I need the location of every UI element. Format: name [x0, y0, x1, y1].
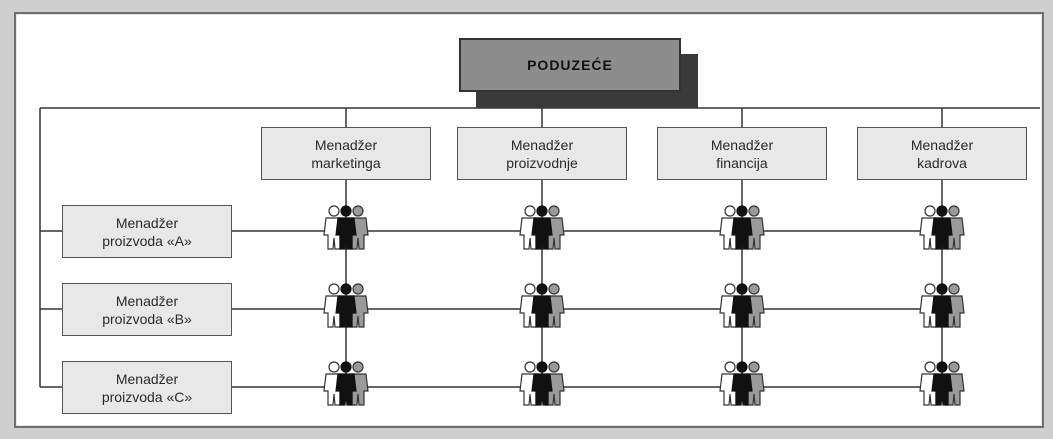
team-icon	[916, 205, 968, 260]
company-box: PODUZEĆE	[459, 38, 681, 92]
row-label-product-a: Menadžer proizvoda «A»	[102, 214, 192, 249]
column-label-finance: Menadžer financija	[710, 136, 774, 171]
team-icon	[320, 361, 372, 416]
team-icon	[716, 205, 768, 260]
column-label-marketing: Menadžer marketinga	[311, 136, 381, 171]
company-label: PODUZEĆE	[527, 57, 613, 73]
row-box-product-a: Menadžer proizvoda «A»	[62, 205, 232, 258]
column-box-hr: Menadžer kadrova	[857, 127, 1027, 180]
column-label-hr: Menadžer kadrova	[910, 136, 974, 171]
team-icon	[716, 283, 768, 338]
row-label-product-b: Menadžer proizvoda «B»	[102, 292, 192, 327]
row-label-product-c: Menadžer proizvoda «C»	[101, 370, 193, 405]
column-label-production: Menadžer proizvodnje	[506, 136, 578, 171]
row-box-product-b: Menadžer proizvoda «B»	[62, 283, 232, 336]
team-icon	[320, 283, 372, 338]
column-box-marketing: Menadžer marketinga	[261, 127, 431, 180]
team-icon	[516, 361, 568, 416]
team-icon	[916, 283, 968, 338]
team-icon	[516, 205, 568, 260]
team-icon	[516, 283, 568, 338]
team-icon	[716, 361, 768, 416]
team-icon	[916, 361, 968, 416]
column-box-finance: Menadžer financija	[657, 127, 827, 180]
column-box-production: Menadžer proizvodnje	[457, 127, 627, 180]
team-icon	[320, 205, 372, 260]
row-box-product-c: Menadžer proizvoda «C»	[62, 361, 232, 414]
